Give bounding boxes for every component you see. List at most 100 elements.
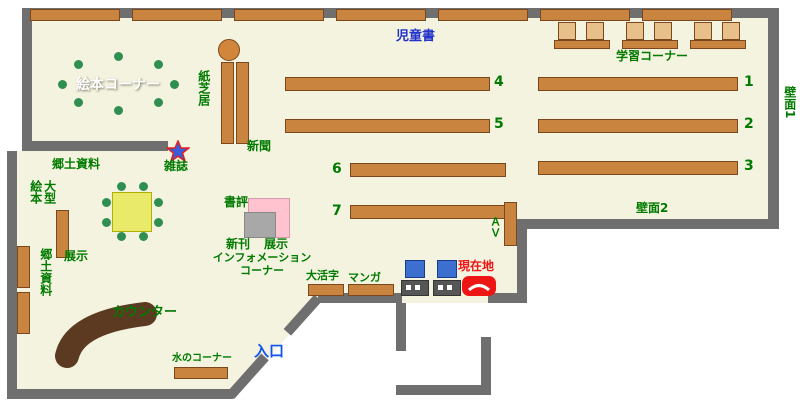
chair-dot — [154, 98, 163, 107]
chair-dot — [154, 198, 163, 207]
label-picture-book-corner: 絵本コーナー — [76, 77, 160, 93]
label-water-corner: 水のコーナー — [172, 353, 232, 364]
wall-segment — [488, 293, 517, 303]
shelf-number-6: 6 — [332, 161, 342, 177]
terminal-key — [447, 285, 452, 290]
wall-segment — [318, 293, 402, 303]
label-large-print: 大活字 — [306, 269, 339, 282]
label-manga: マンガ — [348, 271, 381, 284]
chair-dot — [139, 182, 148, 191]
study-chair — [654, 22, 672, 40]
wall-segment — [517, 219, 779, 229]
bookshelf — [348, 284, 394, 296]
wall-segment — [396, 303, 406, 351]
chair-dot — [74, 98, 83, 107]
bookshelf — [540, 9, 630, 21]
chair-dot — [114, 106, 123, 115]
wall-segment — [7, 151, 17, 399]
label-information-corner: インフォメーションコーナー — [208, 251, 316, 277]
bookshelf — [17, 246, 30, 288]
label-study-corner: 学習コーナー — [616, 49, 689, 63]
label-wall-face-1: 壁面1 — [782, 86, 797, 119]
chair-dot — [139, 232, 148, 241]
av-shelf — [504, 202, 517, 246]
label-magazine: 雑誌 — [164, 159, 189, 173]
bookshelf-row-6 — [350, 163, 506, 177]
exhibit-stand — [244, 212, 276, 238]
wall-segment — [22, 8, 32, 151]
study-chair — [586, 22, 604, 40]
terminal-key — [415, 285, 420, 290]
current-location-marker — [462, 276, 496, 296]
chair-dot — [117, 182, 126, 191]
bookshelf — [438, 9, 528, 21]
study-chair — [722, 22, 740, 40]
bookshelf — [336, 9, 426, 21]
label-kamishibai: 紙芝居 — [196, 70, 211, 106]
kids-table — [112, 192, 152, 232]
label-information-l2: コーナー — [240, 263, 284, 277]
label-counter: カウンター — [112, 305, 178, 320]
shelf-number-1: 1 — [744, 74, 754, 90]
chair-dot — [154, 60, 163, 69]
terminal-screen — [405, 260, 425, 278]
shelf-number-4: 4 — [494, 74, 504, 90]
label-children-books: 児童書 — [396, 29, 436, 44]
chair-dot — [117, 232, 126, 241]
label-large-picture-books-l1: 大型 — [42, 180, 57, 204]
study-desk — [690, 40, 746, 49]
bookshelf — [236, 62, 249, 144]
bookshelf — [56, 210, 69, 258]
bookshelf — [234, 9, 324, 21]
round-table — [218, 39, 240, 61]
label-wall-face-2: 壁面2 — [636, 201, 669, 215]
bookshelf-row-1 — [538, 77, 738, 91]
terminal-key — [438, 285, 443, 290]
terminal-key — [406, 285, 411, 290]
wall-segment — [517, 229, 527, 303]
bookshelf-row-3 — [538, 161, 738, 175]
wall-segment — [7, 389, 233, 399]
terminal-screen — [437, 260, 457, 278]
study-desk — [622, 40, 678, 49]
chair-dot — [102, 198, 111, 207]
shelf-number-3: 3 — [744, 158, 754, 174]
shelf-number-7: 7 — [332, 203, 342, 219]
label-exhibit: 展示 — [64, 249, 89, 263]
bookshelf — [30, 9, 120, 21]
bookshelf — [308, 284, 344, 296]
chair-dot — [74, 60, 83, 69]
label-local-materials-side: 郷土資料 — [38, 248, 53, 296]
location-marker-icon — [467, 284, 491, 292]
label-information-l1: インフォメーション — [212, 251, 312, 264]
shelf-number-5: 5 — [494, 116, 504, 132]
bookshelf — [132, 9, 222, 21]
chair-dot — [154, 218, 163, 227]
chair-dot — [114, 52, 123, 61]
bookshelf — [642, 9, 732, 21]
bookshelf-row-7 — [350, 205, 506, 219]
chair-dot — [170, 80, 179, 89]
shelf-number-2: 2 — [744, 116, 754, 132]
study-chair — [558, 22, 576, 40]
counter-desk — [55, 302, 157, 368]
bookshelf-row-2 — [538, 119, 738, 133]
wall-segment — [768, 8, 779, 229]
study-desk — [554, 40, 610, 49]
label-newspaper: 新聞 — [247, 139, 272, 153]
label-new-arrival: 新刊 — [226, 237, 251, 251]
label-local-materials-top: 郷土資料 — [52, 157, 101, 171]
study-chair — [626, 22, 644, 40]
wall-segment — [481, 337, 491, 395]
wall-segment — [22, 141, 168, 151]
chair-dot — [58, 80, 67, 89]
label-large-picture-books-l2: 絵本 — [28, 180, 43, 204]
label-large-picture-books: 大型絵本 — [28, 180, 57, 204]
label-new-arrival-exhibit: 展示 — [264, 237, 289, 251]
bookshelf — [17, 292, 30, 334]
magazine-star-icon — [166, 140, 190, 162]
label-entrance: 入口 — [254, 342, 285, 360]
study-chair — [694, 22, 712, 40]
label-current-location: 現在地 — [458, 259, 495, 273]
